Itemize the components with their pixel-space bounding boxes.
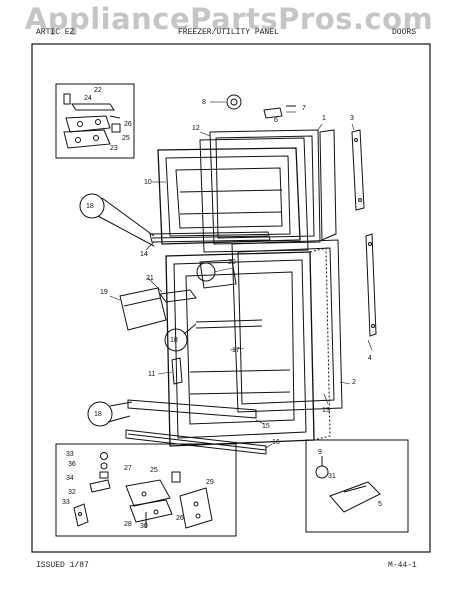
- callout-30: 30: [140, 523, 148, 530]
- callout-14: 14: [140, 251, 148, 258]
- callout-17: 17: [232, 347, 240, 354]
- inset-door-stop-parts: [315, 456, 381, 513]
- callout-19: 19: [100, 289, 108, 296]
- footer-page-code: M-44-1: [388, 561, 417, 570]
- callout-1: 1: [322, 115, 326, 122]
- footer-issued-date: ISSUED 1/87: [36, 561, 89, 570]
- callout-18-top: 18: [86, 203, 94, 210]
- callout-9: 9: [318, 449, 322, 456]
- callout-33-bottom: 33: [62, 499, 70, 506]
- callout-16: 16: [272, 439, 280, 446]
- callout-27: 27: [124, 465, 132, 472]
- callout-13: 13: [322, 407, 330, 414]
- callout-34: 34: [66, 475, 74, 482]
- callout-26: 26: [124, 121, 132, 128]
- inset-top-left: [55, 83, 135, 159]
- diagram-frame: [31, 43, 431, 553]
- callout-28: 28: [124, 521, 132, 528]
- callout-12: 12: [192, 125, 200, 132]
- inset-bottom-left: [55, 443, 237, 537]
- callout-2: 2: [352, 379, 356, 386]
- leader-lines: [109, 101, 373, 449]
- header-section-title: FREEZER/UTILITY PANEL: [178, 28, 279, 37]
- detail-magnifier-18: [79, 193, 216, 427]
- callout-11: 11: [148, 371, 155, 378]
- callout-numbers: 1 2 3 4 5 6 7 8 9 10 11 12 13 14 15 16 1…: [62, 87, 382, 530]
- callout-23: 23: [110, 145, 118, 152]
- fresh-food-door-assembly: [119, 239, 343, 455]
- callout-31: 31: [328, 473, 336, 480]
- callout-32: 32: [68, 489, 76, 496]
- callout-6: 6: [274, 117, 278, 124]
- header-section-right: DOORS: [392, 28, 417, 37]
- callout-29: 29: [206, 479, 214, 486]
- callout-5: 5: [378, 501, 382, 508]
- inset-hinge-lower-parts: [73, 452, 213, 529]
- callout-7: 7: [302, 105, 306, 112]
- callout-18-bottom: 18: [94, 411, 102, 418]
- freezer-door-assembly: [149, 129, 337, 253]
- callout-10: 10: [144, 179, 152, 186]
- callout-26-lower: 26: [176, 515, 184, 522]
- callout-24: 24: [84, 95, 92, 102]
- callout-22: 22: [94, 87, 102, 94]
- callout-25-lower: 25: [150, 467, 158, 474]
- callout-25: 25: [122, 135, 130, 142]
- callout-21: 21: [146, 275, 154, 282]
- header-model-left: ARTIC EZ: [36, 28, 75, 37]
- callout-4: 4: [368, 355, 372, 362]
- callout-18-middle: 18: [170, 337, 178, 344]
- inset-hinge-parts: [63, 93, 121, 149]
- callout-8: 8: [202, 99, 206, 106]
- callout-15: 15: [262, 423, 270, 430]
- handle-small-parts: [226, 94, 296, 119]
- callout-20: 20: [228, 259, 236, 266]
- callout-36: 36: [68, 461, 76, 468]
- callout-33-top: 33: [66, 451, 74, 458]
- inset-bottom-right: [305, 439, 409, 533]
- side-trim-strips: [351, 129, 377, 337]
- callout-3: 3: [350, 115, 354, 122]
